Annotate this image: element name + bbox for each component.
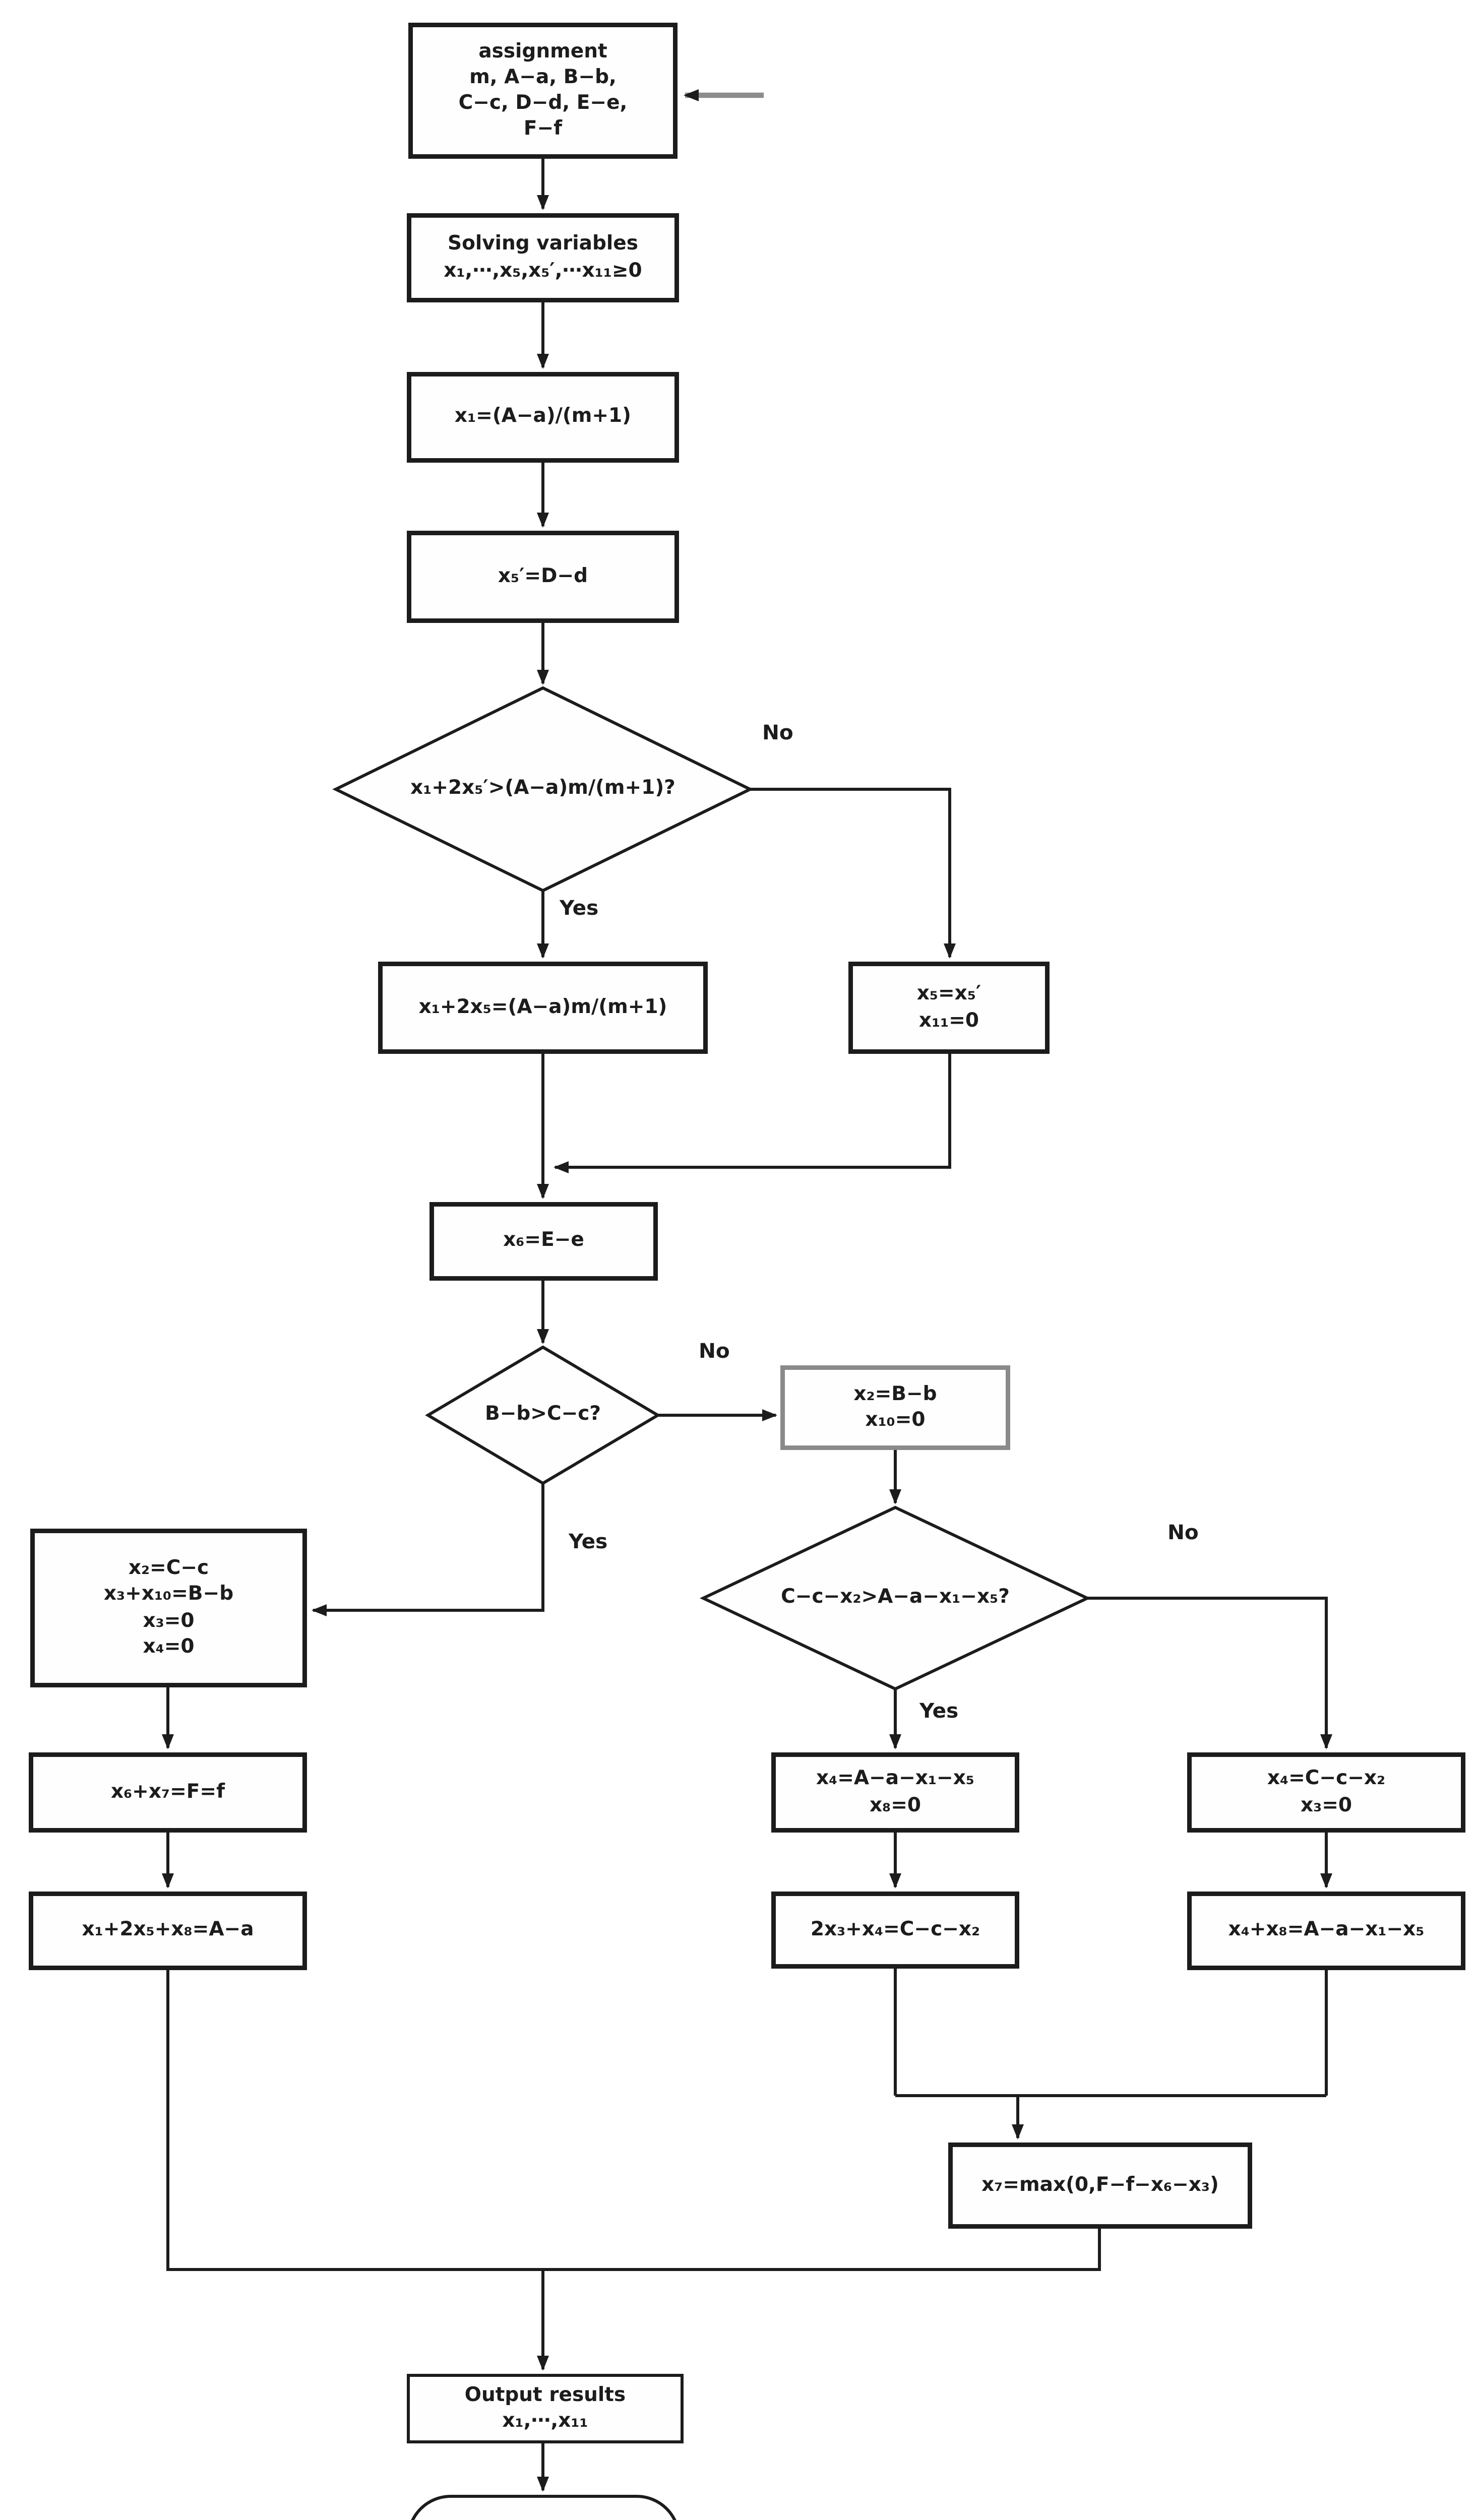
label-d2-no: No: [699, 1340, 730, 1364]
node-line: x₁₁=0: [918, 1009, 979, 1032]
edge-d1-no: [750, 788, 956, 959]
label-d3-no: No: [1167, 1521, 1199, 1545]
node-line: 2x₃+x₄=C−c−x₂: [810, 1918, 980, 1941]
label-d2-yes: Yes: [569, 1530, 608, 1554]
node-line: x₃=0: [1300, 1794, 1352, 1817]
node-line: x₆=E−e: [503, 1230, 584, 1253]
label-d1-no: No: [762, 721, 793, 745]
node-line: Solving variables: [448, 233, 638, 257]
edge-x7-to-output: [543, 2229, 1101, 2271]
node-f-constraint: x₆+x₇=F=f: [29, 1752, 307, 1833]
edge-d3-no: [1087, 1597, 1332, 1749]
node-line: x₁=(A−a)/(m+1): [454, 406, 632, 429]
node-line: C−c−x₂>A−a−x₁−x₅?: [781, 1586, 1010, 1609]
node-mid-assign: x₄=A−a−x₁−x₅ x₈=0: [771, 1752, 1019, 1833]
node-left-assign: x₂=C−c x₃+x₁₀=B−b x₃=0 x₄=0: [30, 1529, 307, 1687]
node-line: x₄+x₈=A−a−x₁−x₅: [1228, 1919, 1425, 1942]
node-line: C−c, D−d, E−e,: [458, 92, 628, 115]
node-end-terminal: end: [407, 2495, 681, 2520]
decision-1-text: x₁+2x₅′>(A−a)m/(m+1)?: [351, 703, 735, 875]
node-x2-branch: x₂=B−b x₁₀=0: [780, 1365, 1010, 1450]
node-line: m, A−a, B−b,: [469, 66, 617, 89]
node-x6-formula: x₆=E−e: [429, 1202, 658, 1281]
node-mid-constraint: 2x₃+x₄=C−c−x₂: [771, 1892, 1019, 1969]
node-yes-branch-1: x₁+2x₅=(A−a)m/(m+1): [378, 962, 708, 1054]
edge-left-to-output: [166, 1970, 543, 2271]
node-x8-constraint: x₁+2x₅+x₈=A−a: [29, 1892, 307, 1970]
node-line: x₁+2x₅=(A−a)m/(m+1): [418, 996, 667, 1019]
node-assignment: assignment m, A−a, B−b, C−c, D−d, E−e, F…: [408, 23, 678, 159]
node-line: F−f: [523, 118, 563, 141]
node-line: x₃=0: [143, 1609, 195, 1632]
node-x5prime-formula: x₅′=D−d: [407, 531, 679, 623]
node-right-assign: x₄=C−c−x₂ x₃=0: [1187, 1752, 1465, 1833]
decision-3-text: C−c−x₂>A−a−x₁−x₅?: [711, 1515, 1080, 1681]
node-no-branch-1: x₅=x₅′ x₁₁=0: [848, 962, 1050, 1054]
node-line: x₅=x₅′: [916, 983, 981, 1006]
node-line: x₈=0: [869, 1794, 921, 1817]
node-line: x₅′=D−d: [498, 565, 588, 588]
edge-nobranch1-merge: [554, 1054, 951, 1173]
node-line: x₃+x₁₀=B−b: [103, 1584, 234, 1607]
node-output-results: Output results x₁,⋯,x₁₁: [407, 2374, 684, 2443]
node-line: x₂=C−c: [128, 1557, 209, 1581]
node-line: x₁+2x₅′>(A−a)m/(m+1)?: [410, 777, 675, 800]
node-solving-variables: Solving variables x₁,⋯,x₅,x₅′,⋯x₁₁≥0: [407, 213, 679, 302]
node-line: x₆+x₇=F=f: [110, 1781, 225, 1804]
node-line: x₁₀=0: [865, 1409, 926, 1432]
node-line: x₁,⋯,x₁₁: [502, 2410, 588, 2433]
label-d3-yes: Yes: [919, 1699, 959, 1724]
node-line: x₂=B−b: [853, 1383, 937, 1406]
label-d1-yes: Yes: [560, 897, 599, 921]
edge-d2-yes: [312, 1483, 544, 1616]
node-x7-formula: x₇=max(0,F−f−x₆−x₃): [948, 2143, 1252, 2229]
node-line: B−b>C−c?: [484, 1403, 601, 1426]
node-line: x₁,⋯,x₅,x₅′,⋯x₁₁≥0: [444, 259, 642, 282]
node-line: x₇=max(0,F−f−x₆−x₃): [981, 2174, 1219, 2197]
node-line: x₄=C−c−x₂: [1267, 1768, 1386, 1791]
node-x1-formula: x₁=(A−a)/(m+1): [407, 372, 679, 463]
node-line: x₄=A−a−x₁−x₅: [816, 1768, 974, 1791]
node-line: x₁+2x₅+x₈=A−a: [82, 1919, 254, 1942]
node-line: assignment: [478, 40, 607, 64]
node-line: x₄=0: [143, 1635, 195, 1658]
node-line: Output results: [464, 2384, 626, 2407]
node-right-constraint: x₄+x₈=A−a−x₁−x₅: [1187, 1892, 1465, 1970]
decision-2-text: B−b>C−c?: [436, 1355, 650, 1476]
